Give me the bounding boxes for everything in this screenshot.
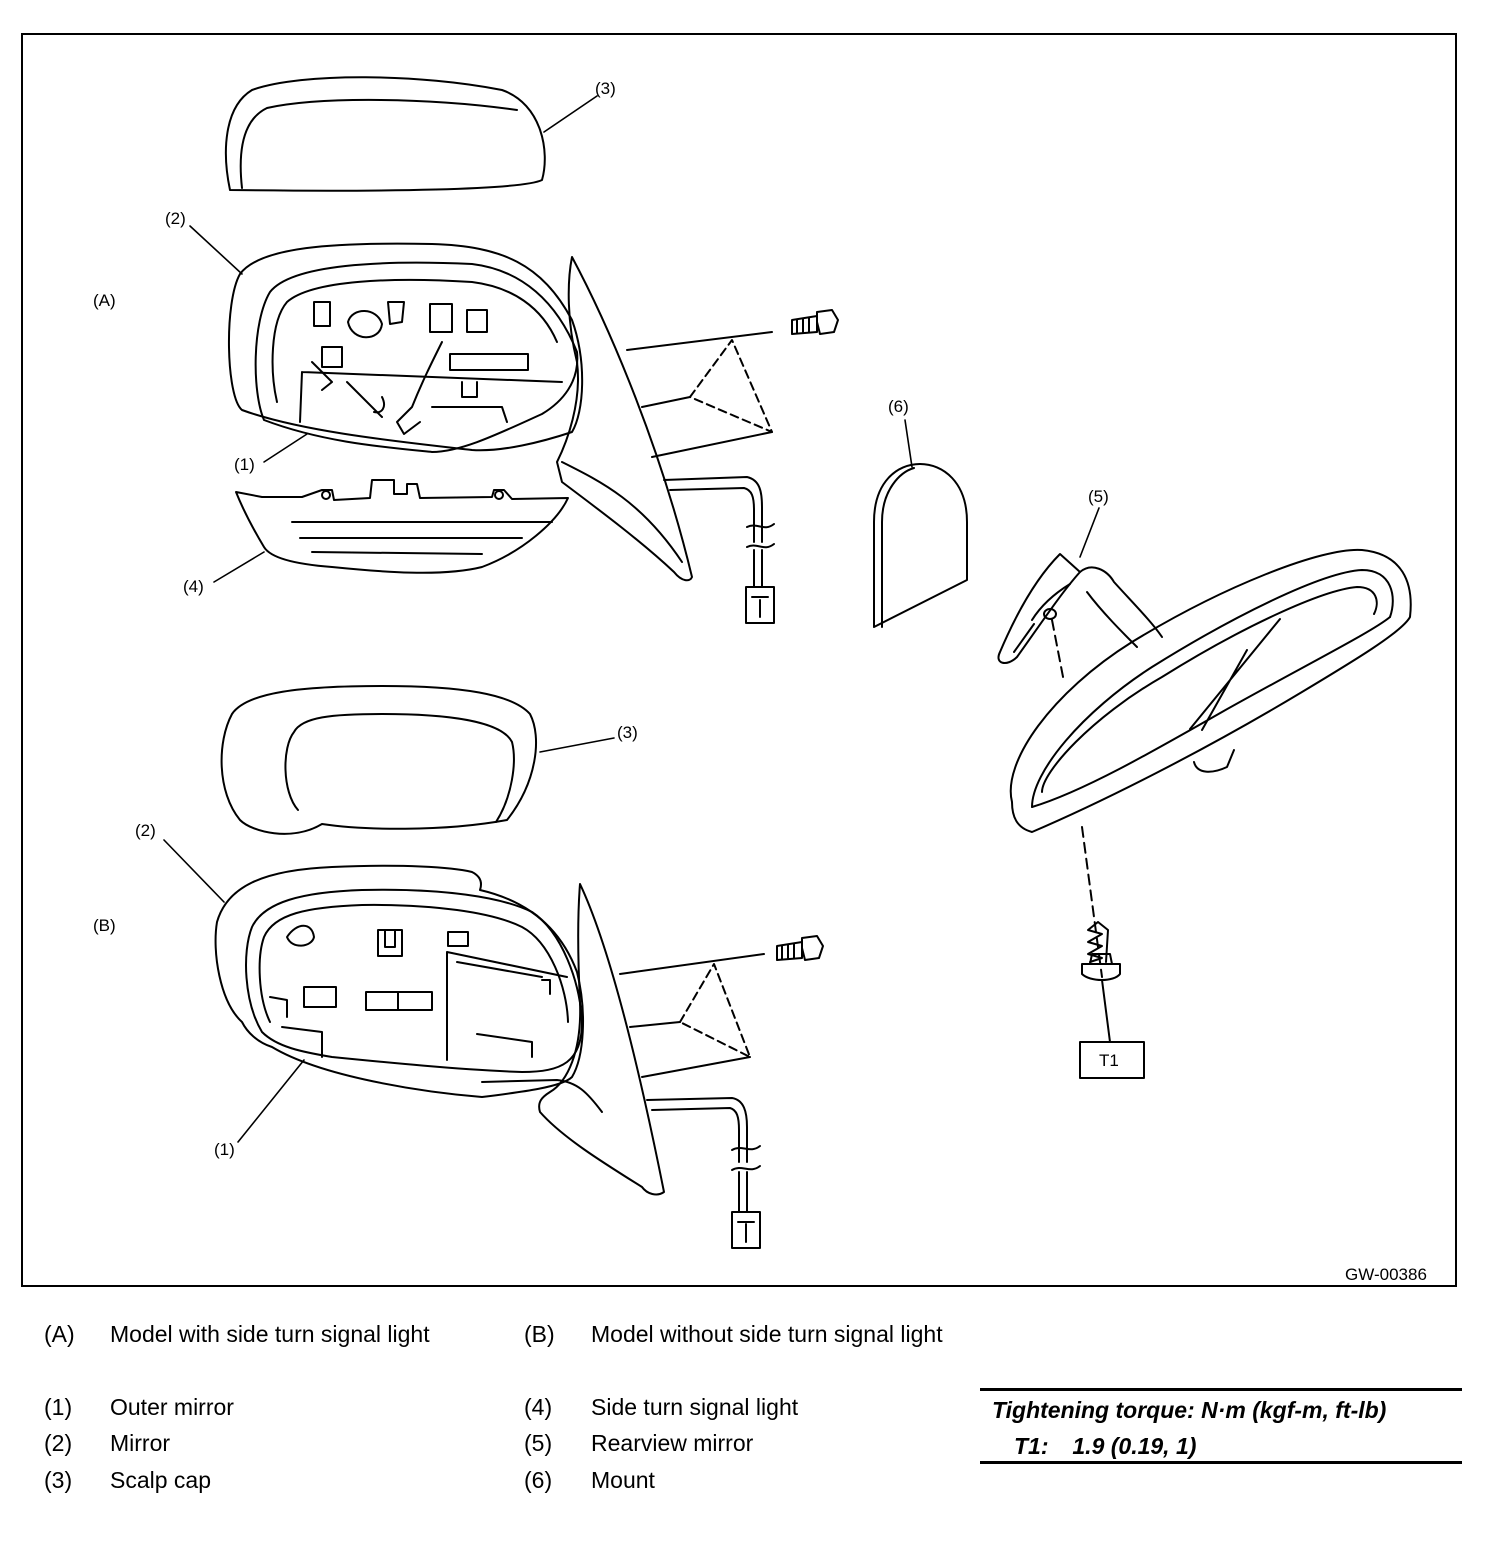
legend-text: Rearview mirror [591, 1430, 754, 1456]
callout-rearview: (5) [1088, 487, 1109, 506]
scalp-cap-a [225, 76, 546, 192]
mirror-glass-b [481, 883, 765, 1249]
callout-a-signal: (4) [183, 577, 204, 596]
legend-text: Scalp cap [110, 1467, 212, 1493]
legend-text: Model with side turn signal light [110, 1321, 430, 1347]
torque-row: T1: 1.9 (0.19, 1) [1014, 1433, 1196, 1460]
mirror-assembly-b [214, 864, 584, 1098]
rearview-mirror [997, 548, 1412, 978]
side-turn-signal-light [235, 479, 569, 574]
legend-key: (4) [524, 1394, 553, 1420]
leader-lines [163, 95, 1100, 1143]
callout-a-mirror: (2) [165, 209, 186, 228]
callout-b-outer: (1) [214, 1140, 235, 1159]
bolt-a [791, 309, 839, 335]
mount [873, 463, 968, 628]
callout-mount: (6) [888, 397, 909, 416]
bolt-b [776, 935, 824, 961]
legend-key: (5) [524, 1430, 553, 1456]
legend-key: (A) [44, 1321, 75, 1347]
scalp-cap-b [220, 685, 537, 835]
legend-text: Model without side turn signal light [591, 1321, 943, 1347]
callout-a-cap: (3) [595, 79, 616, 98]
legend-text: Mirror [110, 1430, 171, 1456]
mirror-glass-a [556, 256, 775, 624]
figure-code: GW-00386 [1345, 1265, 1427, 1284]
legend-key: (6) [524, 1467, 553, 1493]
mirror-assembly-a [227, 242, 584, 453]
legend-key: (1) [44, 1394, 73, 1420]
legend-key: (2) [44, 1430, 73, 1456]
callout-model-a: (A) [93, 291, 116, 310]
torque-value: 1.9 (0.19, 1) [1072, 1433, 1197, 1459]
legend-text: Side turn signal light [591, 1394, 799, 1420]
legend-text: Mount [591, 1467, 655, 1493]
screw-t1 [1081, 921, 1121, 1043]
callout-model-b: (B) [93, 916, 116, 935]
legend-text: Outer mirror [110, 1394, 234, 1420]
legend-key: (B) [524, 1321, 555, 1347]
torque-box [1079, 1041, 1145, 1079]
callout-b-cap: (3) [617, 723, 638, 742]
callout-a-outer: (1) [234, 455, 255, 474]
legend-key: (3) [44, 1467, 73, 1493]
torque-table: Tightening torque: N·m (kgf-m, ft-lb) T1… [980, 1388, 1462, 1464]
torque-label: T1 [1099, 1051, 1119, 1070]
torque-key: T1: [1014, 1433, 1049, 1459]
exploded-diagram: (3) (2) (A) (1) (4) (6) (5) (3) (2) (B) … [21, 33, 1457, 1287]
torque-heading: Tightening torque: N·m (kgf-m, ft-lb) [992, 1397, 1387, 1423]
callout-b-mirror: (2) [135, 821, 156, 840]
